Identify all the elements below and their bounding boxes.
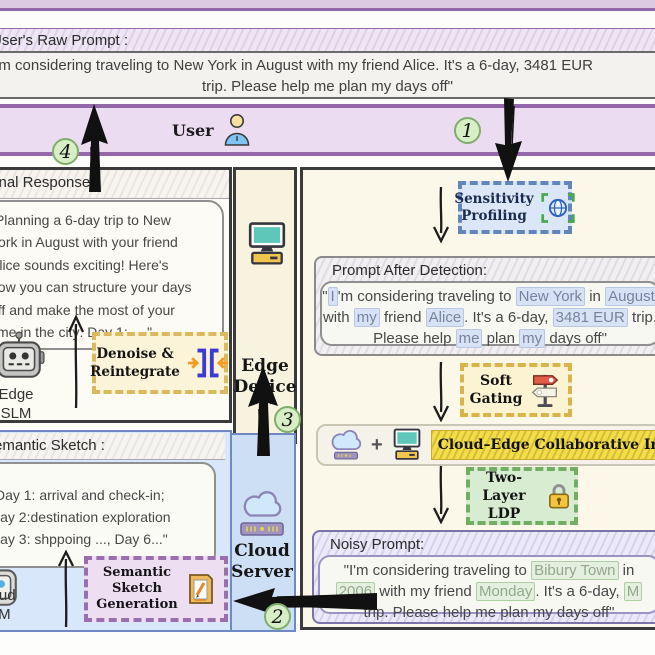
- server-icon: [239, 522, 285, 536]
- semantic-sketch-text: "Day 1: arrival and check-in;Day 2:desti…: [0, 487, 171, 547]
- edge-slm-label: Edge SLM: [0, 386, 34, 422]
- step-badge-3: 3: [274, 406, 301, 433]
- merge-brackets-icon: [186, 345, 230, 381]
- prompt-after-detection-box: Prompt After Detection: "I'm considering…: [314, 256, 655, 356]
- plus-sign: +: [371, 433, 383, 456]
- prompt-after-detection-text: "I'm considering traveling to New York i…: [320, 281, 655, 348]
- step-badge-4: 4: [52, 138, 79, 165]
- collaborative-inference-row: + Cloud–Edge Collaborative Inference: [316, 424, 655, 466]
- final-response-bubble: [0, 200, 224, 350]
- sensitivity-profiling-module: Sensitivity Profiling: [454, 181, 575, 234]
- cloud-mini-icon: [328, 429, 364, 461]
- semantic-sketch-bubble: [0, 462, 216, 568]
- denoise-reintegrate-label: Denoise & Reintegrate: [90, 346, 180, 380]
- denoise-reintegrate-module: Denoise & Reintegrate: [90, 332, 230, 394]
- step-badge-1: 1: [454, 117, 481, 144]
- arrow-step1-down: [486, 96, 532, 184]
- two-layer-ldp-label: Two-Layer LDP: [482, 470, 526, 522]
- edge-mini-computer-icon: [390, 428, 424, 462]
- arrow-step3-up: [240, 364, 286, 458]
- raw-prompt-header: User's Raw Prompt :: [0, 28, 655, 52]
- raw-prompt-line1: "I'm considering traveling to New York i…: [0, 57, 593, 74]
- top-purple-strip: [0, 0, 655, 11]
- arrow-step4-up: [74, 102, 114, 194]
- final-response-title: Final Response: [0, 174, 91, 191]
- notebook-pencil-icon: [184, 571, 216, 607]
- cloud-server-label: Cloud Server: [231, 541, 293, 582]
- globe-scan-icon: [540, 191, 576, 225]
- raw-prompt-line2: trip. Please help me plan my days off": [201, 78, 453, 95]
- semantic-sketch-generation-module: Semantic Sketch Generation: [84, 556, 228, 622]
- edge-computer-icon: [246, 221, 288, 268]
- cloud-llm-robot-icon: [0, 559, 22, 611]
- arrow-to-soft-gating: [428, 360, 454, 422]
- semantic-sketch-header: Semantic Sketch :: [0, 433, 225, 460]
- arrow-to-ldp: [428, 464, 454, 524]
- prompt-after-detection-title: Prompt After Detection:: [332, 262, 488, 279]
- arrow-to-sensitivity: [428, 185, 454, 243]
- arrow-step2-left: [231, 585, 379, 619]
- step-badge-2: 2: [264, 603, 291, 630]
- raw-prompt-label: User's Raw Prompt :: [0, 32, 129, 49]
- semantic-sketch-title: Semantic Sketch :: [0, 437, 105, 454]
- collab-title: Cloud–Edge Collaborative Inference: [437, 437, 655, 453]
- noisy-prompt-title: Noisy Prompt:: [330, 536, 425, 553]
- user-band: [0, 104, 655, 156]
- signpost-icon: [528, 371, 562, 409]
- final-response-header: Final Response: [0, 170, 229, 199]
- user-block: User: [172, 113, 252, 147]
- two-layer-ldp-module: Two-Layer LDP: [466, 467, 578, 525]
- semantic-sketch-generation-label: Semantic Sketch Generation: [96, 565, 178, 612]
- collab-title-highlight: Cloud–Edge Collaborative Inference: [430, 430, 655, 460]
- edge-slm-robot-icon: [0, 331, 46, 383]
- user-label: User: [172, 120, 214, 140]
- lock-icon: [544, 480, 574, 512]
- soft-gating-module: Soft Gating: [460, 363, 572, 417]
- raw-prompt-box: [0, 51, 655, 99]
- arrow-response-up: [64, 314, 88, 412]
- cloud-llm-label: Cloud LLM: [0, 587, 16, 623]
- user-person-icon: [222, 113, 252, 147]
- arrow-sketch-up: [54, 550, 78, 630]
- cloud-icon: [239, 486, 285, 522]
- soft-gating-label: Soft Gating: [469, 373, 523, 407]
- sensitivity-profiling-label: Sensitivity Profiling: [454, 190, 534, 224]
